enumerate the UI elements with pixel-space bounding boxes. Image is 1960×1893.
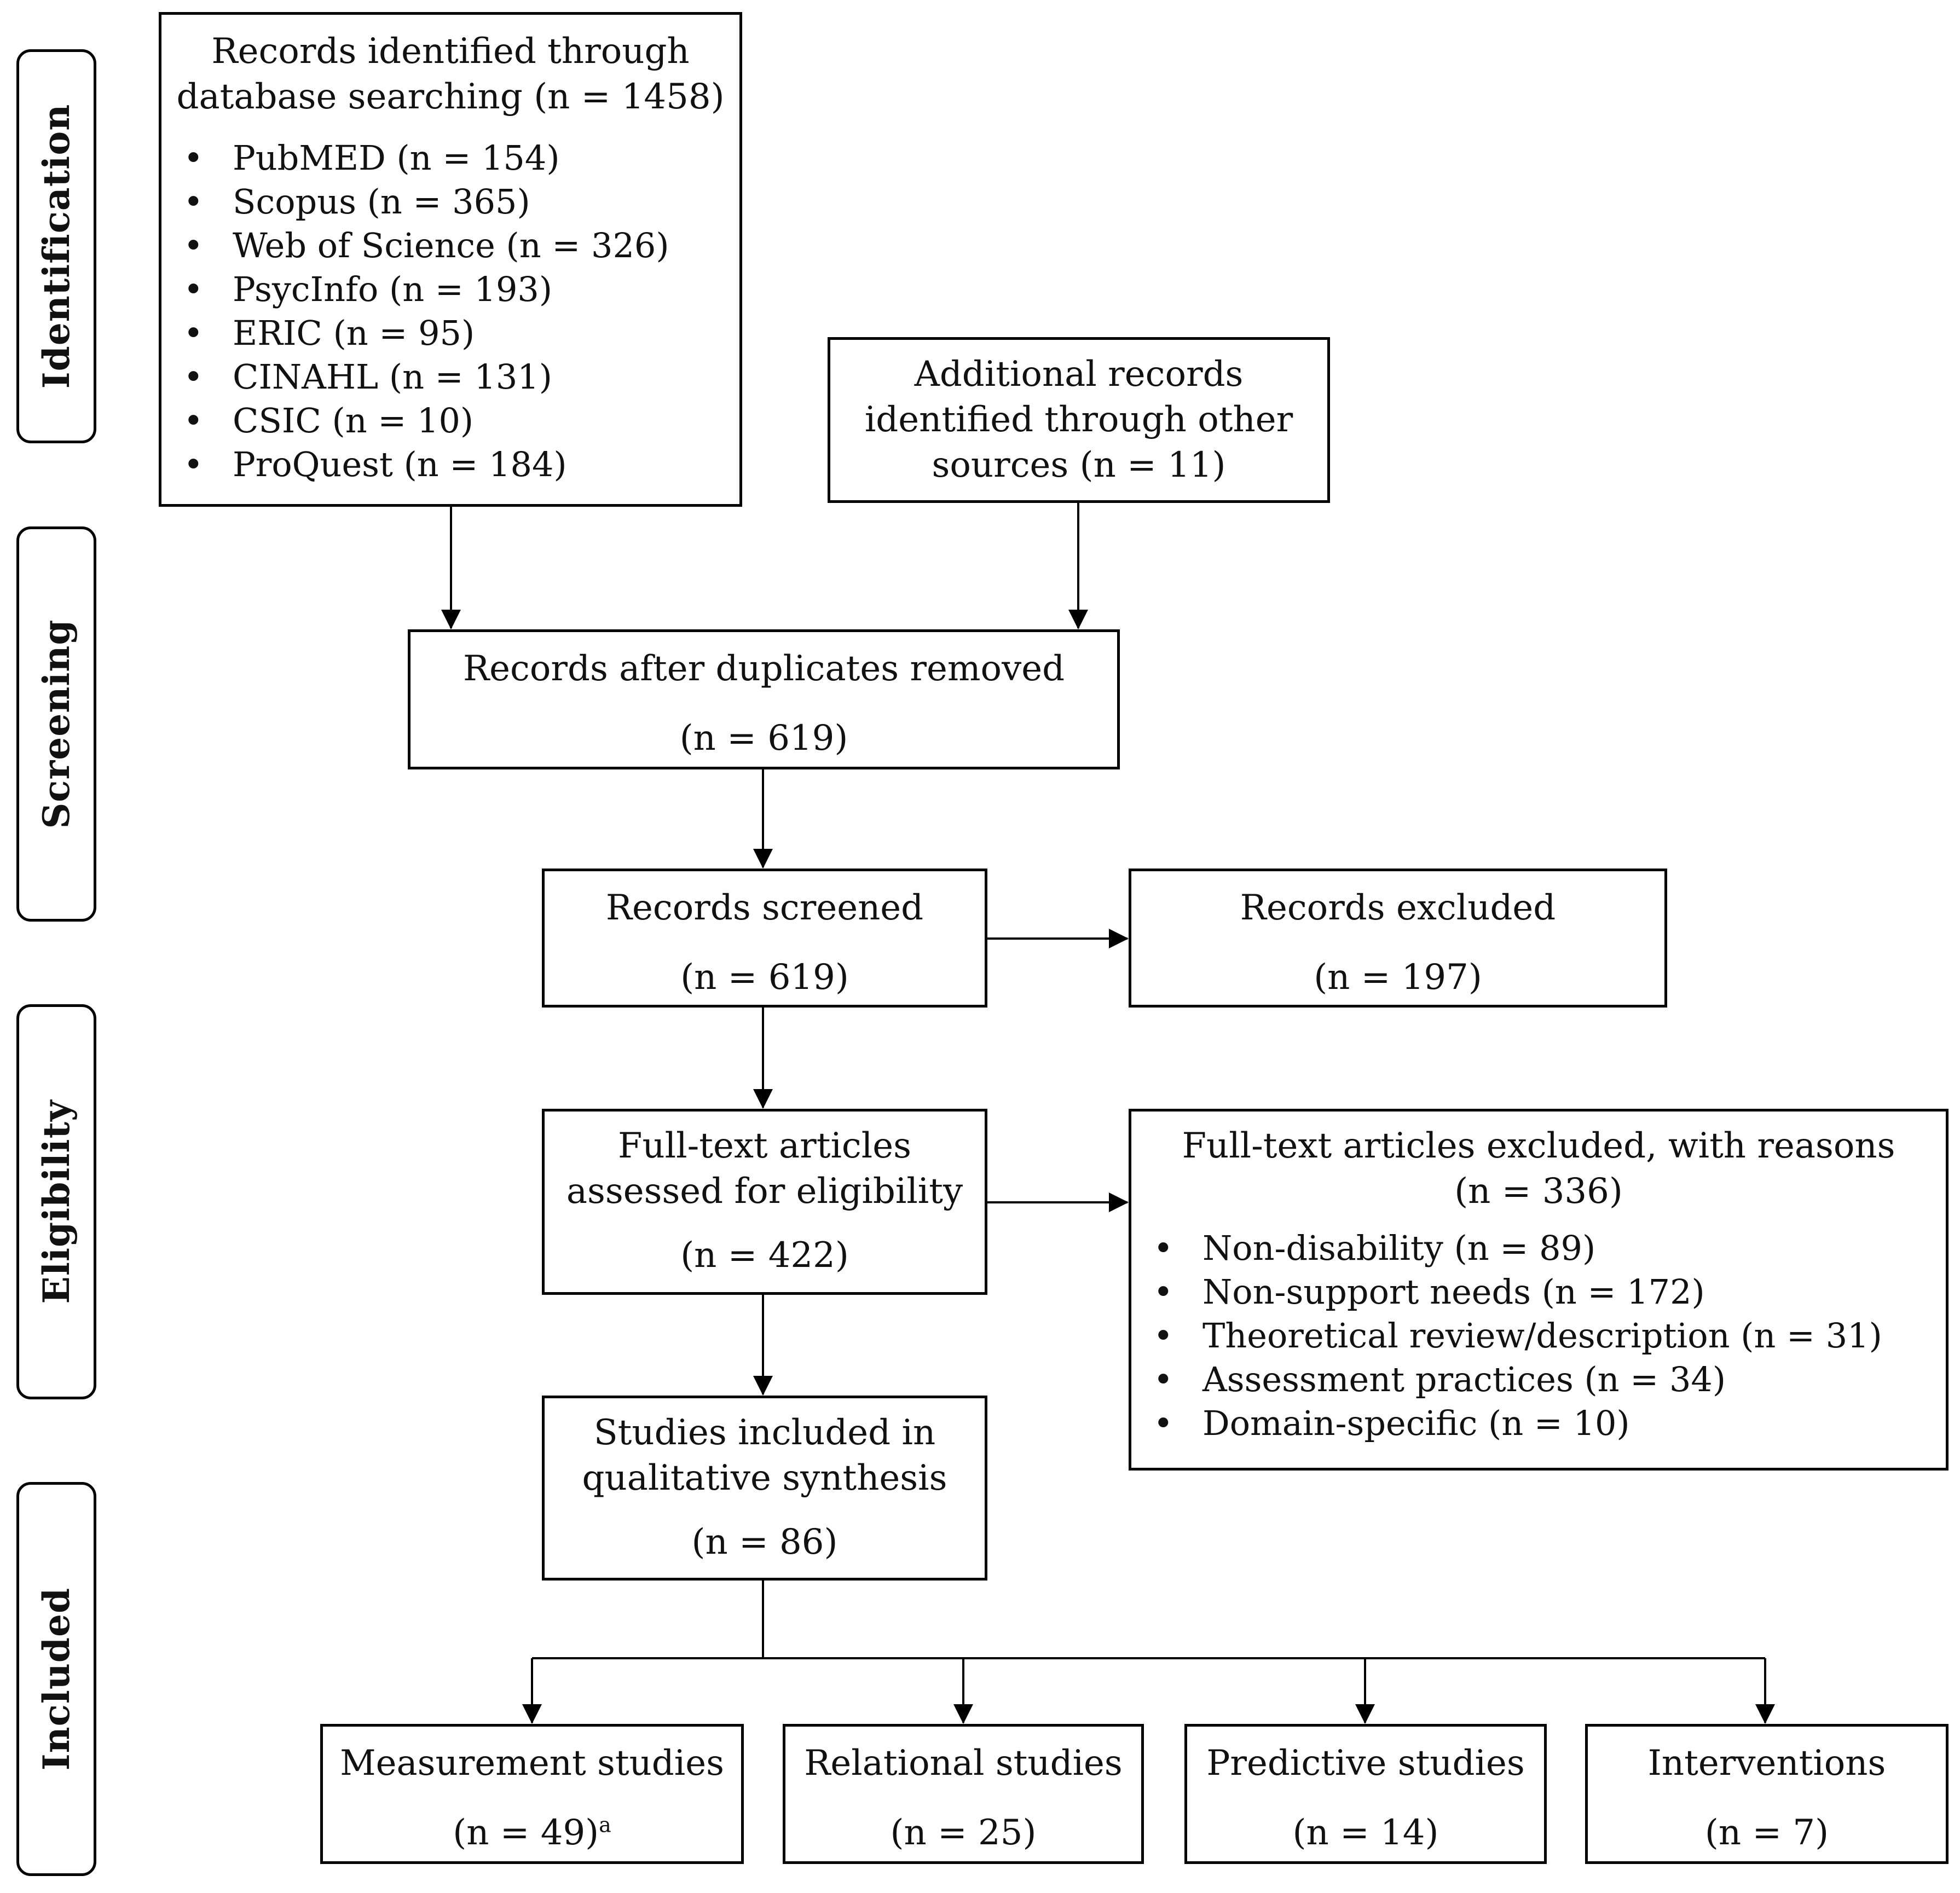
arrowhead [953,1704,973,1724]
measurement-studies-box: Measurement studies (n = 49)a [320,1724,744,1864]
stage-identification-label: Identification [35,103,78,389]
database-source-item: ProQuest (n = 184) [161,443,739,487]
stage-included-label: Included [35,1587,78,1771]
database-source-item: ERIC (n = 95) [161,311,739,355]
measurement-studies-title: Measurement studies [340,1743,724,1784]
exclusion-reason-item: Non-support needs (n = 172) [1131,1270,1946,1314]
arrowhead [1755,1704,1775,1724]
arrowhead [753,1089,773,1109]
interventions-box: Interventions (n = 7) [1585,1724,1949,1864]
database-search-title-line1: Records identified through [211,31,690,72]
other-sources-box: Additional records identified through ot… [828,337,1330,503]
measurement-studies-count-value: (n = 49) [453,1813,599,1854]
arrowhead [1068,610,1088,629]
stage-included: Included [16,1482,96,1876]
arrowhead [441,610,461,629]
predictive-studies-count: (n = 14) [1292,1813,1439,1854]
database-source-item: CSIC (n = 10) [161,399,739,443]
fulltext-assessed-count: (n = 422) [680,1235,849,1276]
duplicates-removed-box: Records after duplicates removed (n = 61… [408,629,1120,769]
other-sources-line1: Additional records [914,354,1244,395]
database-source-item: Scopus (n = 365) [161,180,739,224]
duplicates-removed-count: (n = 619) [679,718,848,759]
database-search-box: Records identified through database sear… [159,12,742,507]
database-source-item: PsycInfo (n = 193) [161,268,739,311]
stage-eligibility: Eligibility [16,1004,96,1399]
included-synthesis-line2: qualitative synthesis [582,1458,947,1499]
stage-screening-label: Screening [35,619,78,829]
exclusion-reason-item: Non-disability (n = 89) [1131,1226,1946,1270]
included-synthesis-line1: Studies included in [593,1412,936,1453]
arrowhead [1355,1704,1375,1724]
arrowhead [753,849,773,869]
other-sources-line3: sources (n = 11) [932,445,1226,486]
records-excluded-box: Records excluded (n = 197) [1129,869,1667,1008]
interventions-title: Interventions [1647,1743,1886,1784]
relational-studies-title: Relational studies [804,1743,1123,1784]
exclusion-reason-list: Non-disability (n = 89) Non-support need… [1131,1226,1946,1445]
included-synthesis-count: (n = 86) [691,1522,838,1563]
interventions-count: (n = 7) [1704,1813,1829,1854]
database-source-item: CINAHL (n = 131) [161,355,739,399]
records-excluded-count: (n = 197) [1314,957,1482,998]
database-source-item: Web of Science (n = 326) [161,224,739,268]
fulltext-assessed-line1: Full-text articles [618,1126,911,1166]
arrowhead [1109,1192,1129,1212]
relational-studies-count: (n = 25) [890,1813,1037,1854]
fulltext-excluded-box: Full-text articles excluded, with reason… [1129,1109,1949,1471]
arrowhead [753,1376,773,1396]
records-screened-box: Records screened (n = 619) [542,869,987,1008]
fulltext-assessed-line2: assessed for eligibility [566,1171,963,1212]
fulltext-assessed-box: Full-text articles assessed for eligibil… [542,1109,987,1295]
records-excluded-title: Records excluded [1240,888,1556,928]
stage-eligibility-label: Eligibility [35,1099,78,1304]
predictive-studies-title: Predictive studies [1206,1743,1525,1784]
arrowhead [1109,929,1129,948]
relational-studies-box: Relational studies (n = 25) [783,1724,1144,1864]
stage-screening: Screening [16,526,96,922]
exclusion-reason-item: Assessment practices (n = 34) [1131,1358,1946,1402]
arrowhead [522,1704,542,1724]
exclusion-reason-item: Domain-specific (n = 10) [1131,1402,1946,1445]
duplicates-removed-title: Records after duplicates removed [462,649,1065,689]
predictive-studies-box: Predictive studies (n = 14) [1184,1724,1547,1864]
database-search-title-line2: database searching (n = 1458) [176,77,725,118]
fulltext-excluded-title: Full-text articles excluded, with reason… [1182,1126,1895,1166]
footnote-marker: a [599,1813,611,1837]
fulltext-excluded-count: (n = 336) [1454,1171,1623,1212]
included-synthesis-box: Studies included in qualitative synthesi… [542,1396,987,1581]
records-screened-title: Records screened [605,888,924,928]
measurement-studies-count: (n = 49)a [323,1810,741,1856]
database-source-list: PubMED (n = 154) Scopus (n = 365) Web of… [161,136,739,487]
records-screened-count: (n = 619) [680,957,849,998]
database-source-item: PubMED (n = 154) [161,136,739,180]
exclusion-reason-item: Theoretical review/description (n = 31) [1131,1314,1946,1358]
stage-identification: Identification [16,49,96,443]
other-sources-line2: identified through other [864,400,1293,441]
